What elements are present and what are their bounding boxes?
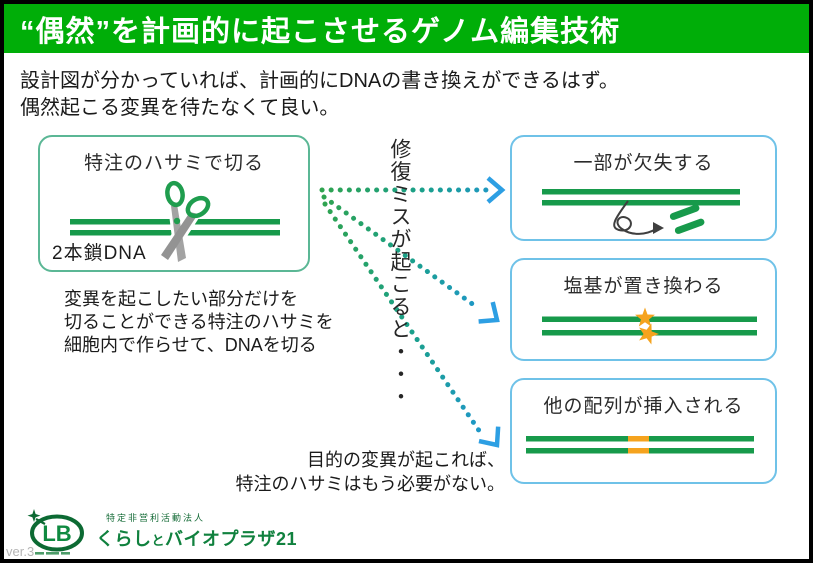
org-name: くらしとバイオプラザ21 [96,529,298,549]
outcome-insertion-title: 他の配列が挿入される [543,396,744,417]
arrowhead-diagonal-icon [478,301,500,324]
title-bar: “偶然”を計画的に起こさせるゲノム編集技術 [4,4,809,53]
arrow-to-deletion [319,176,506,204]
org-logo-text: 特定非営利活動法人 くらしとバイオプラザ21 [96,506,297,551]
outcome-substitution-title: 塩基が置き換わる [563,276,724,297]
intro-text: 設計図が分かっていれば、計画的にDNAの書き換えができるはず。 偶然起こる変異を… [20,68,619,122]
dna-scissors-graphic [70,180,280,267]
scissors-icon [156,180,211,267]
dna-strand-label: 2本鎖DNA [52,243,147,264]
lb-monogram-text: LB [42,521,71,546]
org-logo: LB 特定非営利活動法人 くらしとバイオプラザ21 [26,506,297,559]
arrow-to-insertion [322,201,501,448]
intro-line-1: 設計図が分かっていれば、計画的にDNAの書き換えができるはず。 [20,70,619,92]
arrowhead-diagonal-icon [478,426,501,448]
footnote-line-1: 目的の変異が起これば、 [307,450,505,470]
dna-double-strand [542,189,740,206]
footnote-line-2: 特注のハサミはもう必要がない。 [235,474,505,494]
inserted-segment-icon [628,436,649,454]
branch-arrows-graphic [319,176,506,448]
deletion-graphic [542,189,740,235]
loop-arrow-icon [613,200,664,235]
lb-monogram-icon: LB [27,509,84,555]
sprout-stem-icon [35,518,46,525]
arrowhead-right-icon [486,176,506,204]
footnote: 目的の変異が起これば、 特注のハサミはもう必要がない。 [236,448,505,496]
org-type: 特定非営利活動法人 [106,513,206,523]
source-note-line-2: 切ることができる特注のハサミを [64,312,334,332]
source-note: 変異を起こしたい部分だけを 切ることができる特注のハサミを 細胞内で作らせて、D… [64,288,334,357]
outcome-box-insertion: 他の配列が挿入される [510,378,777,484]
sparkle-icon [27,509,41,522]
source-box: 特注のハサミで切る 2本鎖DNA [38,135,310,272]
deleted-fragment-icon [669,204,705,234]
version-label: ver.3 [6,544,35,559]
source-box-title: 特注のハサミで切る [83,153,264,174]
substitution-graphic [542,307,757,346]
source-note-line-3: 細胞内で作らせて、DNAを切る [64,335,317,355]
arrow-to-substitution [321,194,500,324]
intro-line-2: 偶然起こる変異を待たなくて良い。 [20,97,340,119]
slide-title: “偶然”を計画的に起こさせるゲノム編集技術 [20,15,621,48]
outcome-box-substitution: 塩基が置き換わる [510,258,777,361]
substitution-stars-icon [635,307,662,346]
outcome-box-deletion: 一部が欠失する [510,135,777,241]
branch-label: 修復ミスが起こると・・・ [388,138,411,408]
insertion-graphic [526,436,754,454]
logo-tiny-caption [35,552,70,555]
source-note-line-1: 変異を起こしたい部分だけを [64,289,298,309]
outcome-deletion-title: 一部が欠失する [573,153,714,174]
